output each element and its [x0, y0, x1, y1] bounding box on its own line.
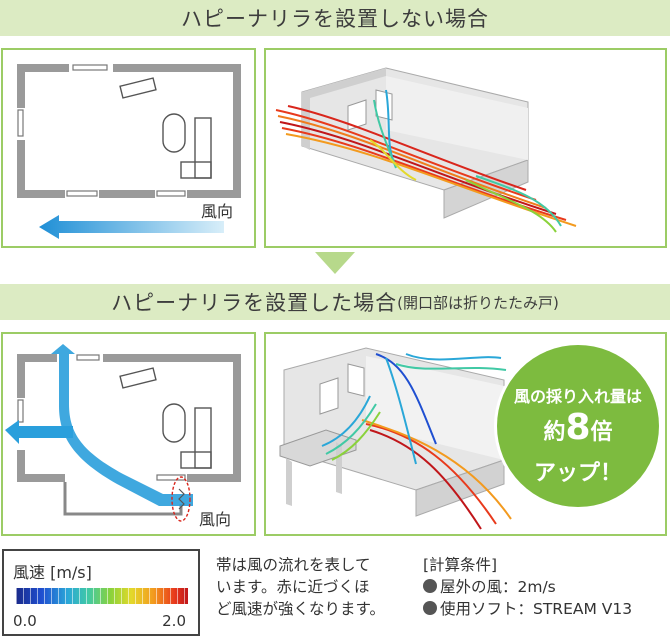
top-section-title: ハピーナリラを設置しない場合 — [0, 0, 670, 36]
bottom-section-title: ハピーナリラを設置した場合(開口部は折りたたみ戸) — [0, 284, 670, 320]
down-arrow-icon — [315, 252, 355, 274]
wind-direction-label: 風向 — [201, 202, 234, 221]
description-text: 帯は風の流れを表して います。赤に近づくほ ど風速が強くなります。 — [216, 556, 385, 618]
condition-item: 屋外の風：2m/s — [423, 576, 632, 598]
floor-plan-with: 風向 — [1, 332, 256, 536]
legend-min: 0.0 — [13, 612, 37, 630]
conditions-heading: [計算条件] — [423, 556, 498, 574]
simulation-without — [264, 48, 667, 248]
wind-direction-label-2: 風向 — [199, 510, 232, 529]
legend-max: 2.0 — [162, 612, 186, 630]
floor-plan-without: 風向 — [1, 48, 256, 248]
ventilation-increase-badge: 風の採り入れ量は 約8倍 アップ！ — [497, 345, 659, 507]
badge-line3: アップ！ — [533, 461, 622, 486]
badge-line2: 約8倍 — [543, 407, 613, 448]
legend-title: 風速 [m/s] — [13, 563, 92, 582]
wind-speed-legend: 風速 [m/s] 0.0 2.0 — [2, 549, 200, 636]
badge-line1: 風の採り入れ量は — [513, 387, 642, 406]
wind-arrow-icon — [39, 215, 224, 239]
calculation-conditions: [計算条件] 屋外の風：2m/s 使用ソフト：STREAM V13 — [423, 554, 632, 620]
condition-item: 使用ソフト：STREAM V13 — [423, 598, 632, 620]
